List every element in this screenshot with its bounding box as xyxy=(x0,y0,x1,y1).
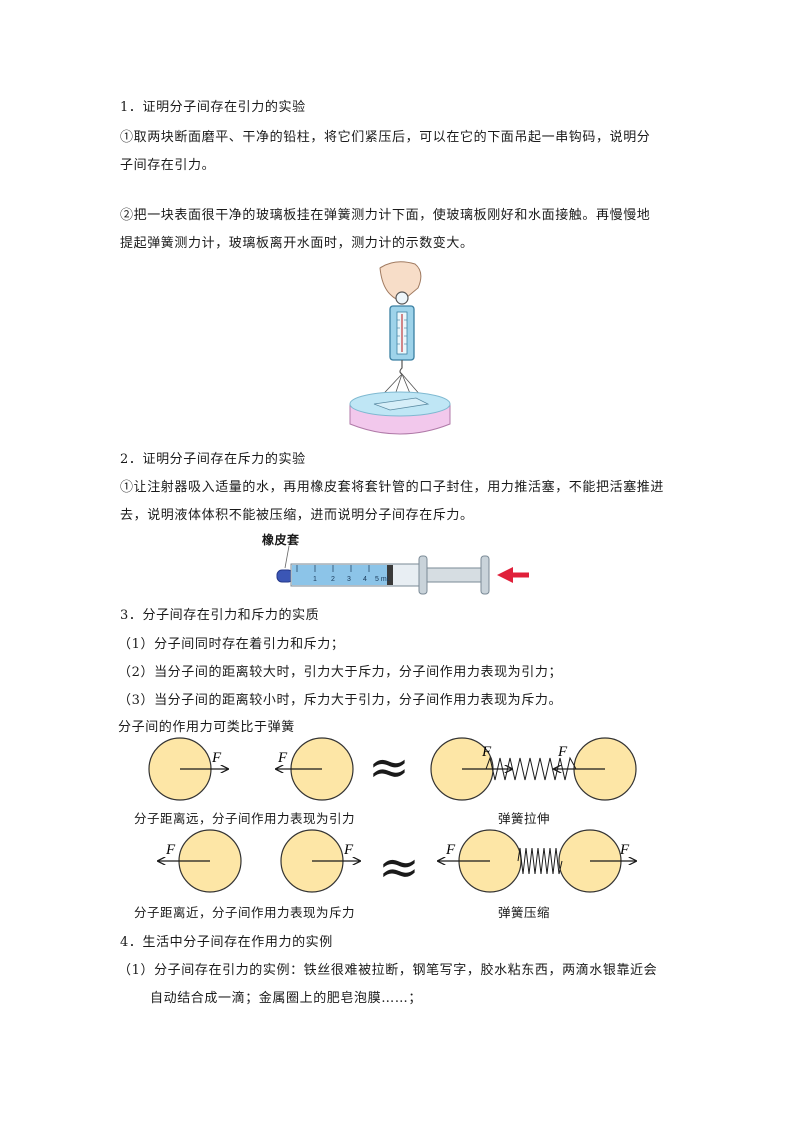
attraction-analogy-diagram: F F ≈ F F xyxy=(148,737,637,801)
force-label: F xyxy=(619,842,630,858)
section-1-heading: 1．证明分子间存在引力的实验 xyxy=(120,100,306,115)
section-3-heading: 3．分子间存在引力和斥力的实质 xyxy=(120,608,320,623)
section-3-item-2: （2）当分子间的距离较大时，引力大于斥力，分子间作用力表现为引力； xyxy=(118,665,563,680)
force-label: F xyxy=(277,750,288,766)
caption-stretch: 弹簧拉伸 xyxy=(498,811,551,826)
force-label: F xyxy=(445,842,456,858)
syringe-tick-3: 3 xyxy=(347,576,351,583)
syringe-illustration: 1 2 3 4 5 mL xyxy=(276,545,529,595)
approx-symbol: ≈ xyxy=(378,838,420,896)
caption-far: 分子距离远，分子间作用力表现为引力 xyxy=(134,811,356,826)
section-4-item-1-line-2: 自动结合成一滴；金属圈上的肥皂泡膜……； xyxy=(150,991,423,1006)
approx-symbol: ≈ xyxy=(368,738,410,796)
repulsion-analogy-diagram: F F ≈ F F xyxy=(150,829,650,896)
section-1-para-1-line-2: 子间存在引力。 xyxy=(120,158,216,173)
syringe-tick-2: 2 xyxy=(331,576,335,583)
force-label: F xyxy=(343,842,354,858)
caption-near: 分子距离近，分子间作用力表现为斥力 xyxy=(134,905,356,920)
force-label: F xyxy=(165,842,176,858)
section-1-para-2-line-1: ②把一块表面很干净的玻璃板挂在弹簧测力计下面，使玻璃板刚好和水面接触。再慢慢地 xyxy=(120,208,651,223)
section-1-para-2-line-2: 提起弹簧测力计，玻璃板离开水面时，测力计的示数变大。 xyxy=(120,236,474,251)
section-2-para-1-line-2: 去，说明液体体积不能被压缩，进而说明分子间存在斥力。 xyxy=(120,508,474,523)
force-label: F xyxy=(481,744,492,760)
force-label: F xyxy=(557,744,568,760)
section-1-para-1-line-1: ①取两块断面磨平、干净的铅柱，将它们紧压后，可以在它的下面吊起一串钩码，说明分 xyxy=(120,130,651,145)
section-2-heading: 2．证明分子间存在斥力的实验 xyxy=(120,452,306,467)
force-label: F xyxy=(211,750,222,766)
section-3-item-1: （1）分子间同时存在着引力和斥力； xyxy=(118,637,345,652)
section-3-note: 分子间的作用力可类比于弹簧 xyxy=(118,720,295,735)
syringe-tick-5: 5 mL xyxy=(375,576,391,583)
section-4-heading: 4．生活中分子间存在作用力的实例 xyxy=(120,935,333,950)
spring-scale-illustration xyxy=(349,261,451,435)
section-3-item-3: （3）当分子间的距离较小时，斥力大于引力，分子间作用力表现为斥力。 xyxy=(118,693,563,708)
section-4-item-1-line-1: （1）分子间存在引力的实例：铁丝很难被拉断，钢笔写字，胶水粘东西，两滴水银靠近会 xyxy=(118,963,658,978)
syringe-tick-1: 1 xyxy=(313,576,317,583)
section-2-para-1-line-1: ①让注射器吸入适量的水，再用橡皮套将套针管的口子封住，用力推活塞，不能把活塞推进 xyxy=(120,480,665,495)
caption-compress: 弹簧压缩 xyxy=(498,905,551,920)
rubber-cap-label: 橡皮套 xyxy=(262,533,300,547)
syringe-tick-4: 4 xyxy=(363,576,367,583)
